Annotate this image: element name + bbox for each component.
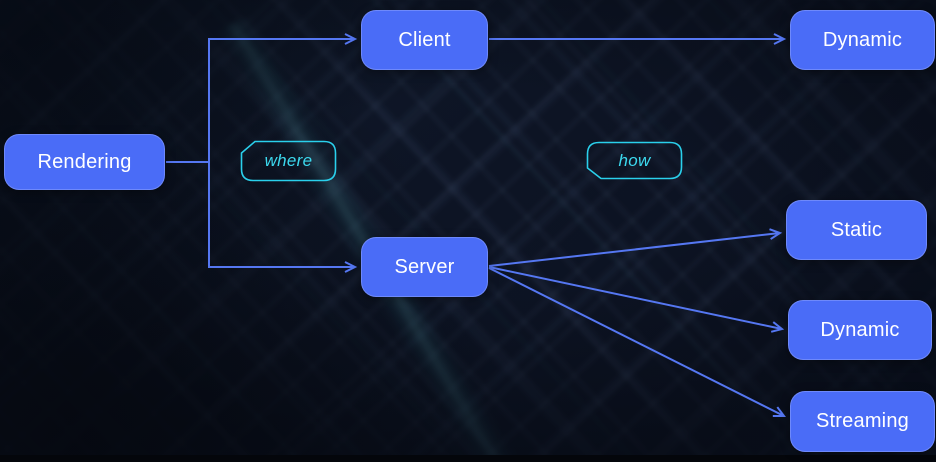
edge-rendering-server <box>208 162 358 273</box>
label-where: where <box>240 140 337 182</box>
edge-server-dynamic <box>488 266 785 333</box>
node-rendering: Rendering <box>4 134 165 190</box>
node-static-label: Static <box>830 218 883 241</box>
node-dynamic-server: Dynamic <box>788 300 932 360</box>
where-label: where <box>264 151 313 170</box>
node-server-label: Server <box>394 255 455 278</box>
node-rendering-label: Rendering <box>37 150 132 173</box>
edge-server-static <box>488 228 783 267</box>
label-how: how <box>586 141 683 180</box>
how-outline <box>586 141 683 180</box>
where-outline <box>240 140 337 182</box>
node-streaming: Streaming <box>790 391 935 452</box>
how-label: how <box>618 150 651 170</box>
edge-server-streaming <box>488 267 786 418</box>
node-dynamic-server-label: Dynamic <box>820 318 900 341</box>
node-dynamic-client-label: Dynamic <box>822 28 903 51</box>
node-streaming-label: Streaming <box>816 410 909 432</box>
node-dynamic-client: Dynamic <box>790 10 935 70</box>
edge-rendering-client <box>166 33 358 163</box>
node-static: Static <box>786 200 927 260</box>
node-client-label: Client <box>398 28 451 51</box>
bottom-black-bar <box>0 455 936 462</box>
node-server: Server <box>361 237 488 297</box>
node-client: Client <box>361 10 488 70</box>
